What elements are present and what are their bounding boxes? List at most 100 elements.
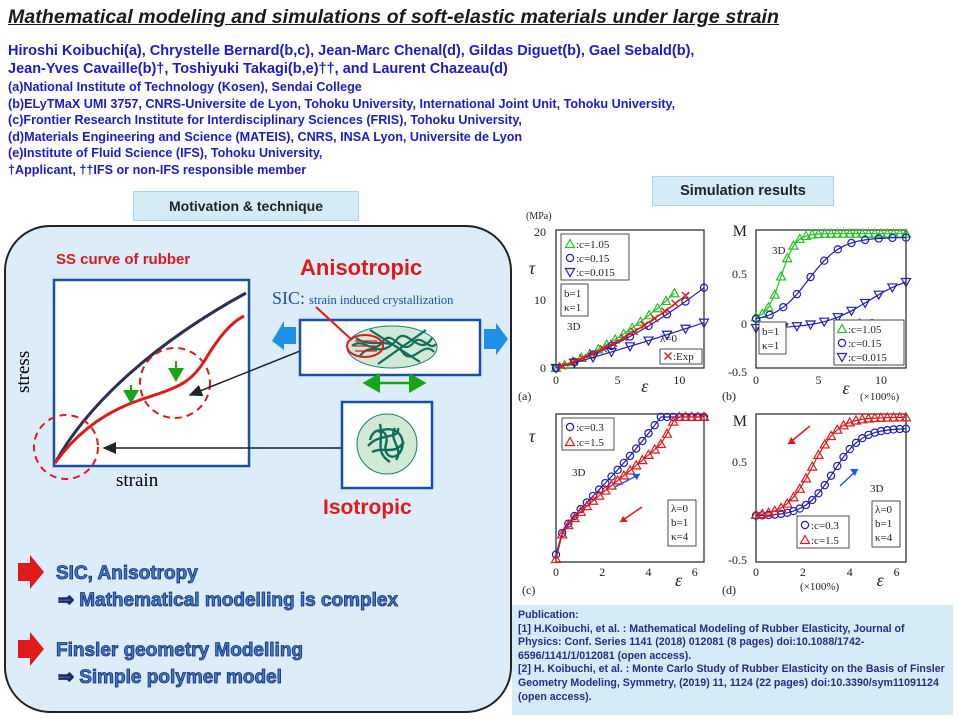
- panel-b-c0015-point: [805, 320, 817, 331]
- panel-d-legend-text: :c=0.3: [811, 520, 839, 532]
- panel-a-c0015-point: [679, 324, 692, 335]
- panel-d-c03-point: [826, 471, 836, 480]
- publication-box: Publication: [1] H.Koibuchi, et al. : Ma…: [512, 605, 953, 715]
- panel-d-c15-point: [750, 508, 762, 519]
- stress-axis-label: stress: [13, 350, 34, 393]
- panel-c-c03-point: [650, 421, 659, 430]
- panel-a-lambda: λ=0: [660, 333, 678, 345]
- panel-d-c15-point: [887, 411, 900, 422]
- panel-c-c15-point: [636, 454, 648, 465]
- panel-d-param: κ=4: [875, 532, 893, 544]
- panel-d-c03-point: [814, 489, 823, 498]
- point-2-arrow-icon: [18, 632, 44, 666]
- panel-b-ytick: 0.5: [732, 267, 747, 281]
- panel-c-c15-point: [661, 427, 673, 438]
- panel-d-ytick: -0.5: [728, 553, 747, 567]
- panel-b-c0015-point: [818, 317, 830, 328]
- panel-a-c0015-point: [642, 336, 655, 347]
- panel-a-c105-point: [651, 302, 664, 313]
- panel-c-param: κ=4: [671, 531, 689, 543]
- panel-c-params: [667, 499, 697, 547]
- anisotropic-label: Anisotropic: [300, 255, 423, 280]
- affiliation-b: (b)ELyTMaX UMI 3757, CNRS-Universite de …: [8, 96, 676, 111]
- panel-c-c15-point: [587, 495, 599, 505]
- panel-c-c15-point: [655, 438, 667, 449]
- panel-c-c15-point: [575, 506, 587, 516]
- panel-c-c15-point: [630, 459, 642, 470]
- panel-b-c105-point: [787, 239, 800, 250]
- panel-b-c105-point: [806, 228, 818, 239]
- panel-d-c15-line: [755, 416, 906, 516]
- panel-a-c0015-point: [624, 342, 636, 353]
- panel-d-c03-point: [833, 461, 842, 471]
- panel-c-c03-point: [638, 436, 647, 446]
- panel-b-c105-point: [800, 230, 812, 240]
- panel-d-xtick: 2: [800, 565, 806, 579]
- panel-c-c15-point: [649, 443, 661, 454]
- panel-b-c0015-point: [791, 322, 803, 332]
- panel-c-load-arrow-head: [632, 474, 640, 480]
- panel-d-c03-point: [889, 425, 898, 434]
- panel-b-c015-line: [755, 237, 907, 320]
- panel-b-c015-point: [751, 314, 761, 323]
- panel-b-c105-point: [887, 227, 900, 238]
- panel-b-c105-point: [762, 301, 775, 312]
- panel-c-c15-point: [686, 411, 698, 422]
- panel-a-c015-point: [681, 297, 690, 306]
- panel-b-xtick: 10: [875, 373, 887, 387]
- panel-c-c15-point: [624, 464, 636, 475]
- panel-c-xtick: 0: [553, 565, 559, 579]
- panel-b-c105-point: [775, 270, 787, 281]
- panel-c-param: b=1: [671, 517, 688, 529]
- publication-ref-1: [1] H.Koibuchi, et al. : Mathematical Mo…: [518, 622, 905, 662]
- panel-d-c03-line: [755, 428, 907, 517]
- panel-b-c105-point: [781, 252, 793, 263]
- panel-a-exp-point: [660, 307, 669, 316]
- panel-b-c015-point: [779, 303, 788, 312]
- panel-a-c015-point: [699, 283, 709, 292]
- panel-b-c015-point: [765, 310, 774, 320]
- panel-b-legend-marker: [837, 338, 847, 348]
- panel-b-c105-point: [819, 228, 831, 238]
- panel-b-legend-text: :c=0.015: [848, 352, 887, 364]
- high-strain-circle: [139, 347, 211, 419]
- panel-d-xtick: 4: [847, 565, 853, 579]
- panel-a-exp-legend-marker: [664, 352, 672, 360]
- panel-b-c0015-point: [832, 313, 844, 323]
- motivation-label: Motivation & technique: [133, 191, 359, 221]
- panel-c-legend-text: :c=1.5: [576, 437, 604, 449]
- panel-c-c15-point: [550, 553, 562, 564]
- panel-b-c105-point: [825, 228, 837, 238]
- panel-c-c15-line: [555, 416, 704, 560]
- panel-b-c0015-point: [845, 306, 857, 317]
- sic-label: SIC: strain induced crystallization: [272, 288, 453, 309]
- crystal-region: [346, 334, 384, 358]
- panel-c-c03-point: [625, 451, 635, 461]
- panel-c-ylabel: τ: [529, 426, 536, 446]
- point-1-title: SIC, Anisotropy: [56, 563, 199, 585]
- panel-b-ytick: 0: [741, 317, 747, 331]
- panel-a-exp-point: [568, 358, 577, 367]
- panel-b-c015-point: [792, 289, 802, 299]
- poster-title: Mathematical modeling and simulations of…: [8, 6, 780, 28]
- panel-d-c15-point: [825, 430, 837, 441]
- panel-d-c15-point: [856, 413, 868, 424]
- panel-d-c03-point: [901, 424, 911, 433]
- panel-d-c03-point: [808, 495, 817, 505]
- panel-c-c15-point: [642, 449, 655, 459]
- ss-curve-title: SS curve of rubber: [56, 251, 191, 268]
- panel-d-c15-point: [869, 412, 881, 423]
- panel-a-legend-marker: [565, 253, 575, 263]
- panel-b-c0015-point: [750, 323, 762, 334]
- panel-d-c15-point: [862, 412, 875, 423]
- sic-description: strain induced crystallization: [309, 293, 454, 307]
- panel-a-exp-point: [681, 291, 690, 300]
- panel-d-c15-point: [812, 449, 825, 459]
- panel-a-legend-text: :c=0.015: [576, 267, 615, 279]
- panel-b-param: b=1: [762, 326, 779, 338]
- panel-d-c15-point: [794, 483, 806, 493]
- panel-b-params: [758, 321, 787, 355]
- panel-d-c03-point: [883, 425, 892, 435]
- ss-curve-red: [53, 314, 245, 464]
- panel-a-c105-point: [626, 322, 638, 333]
